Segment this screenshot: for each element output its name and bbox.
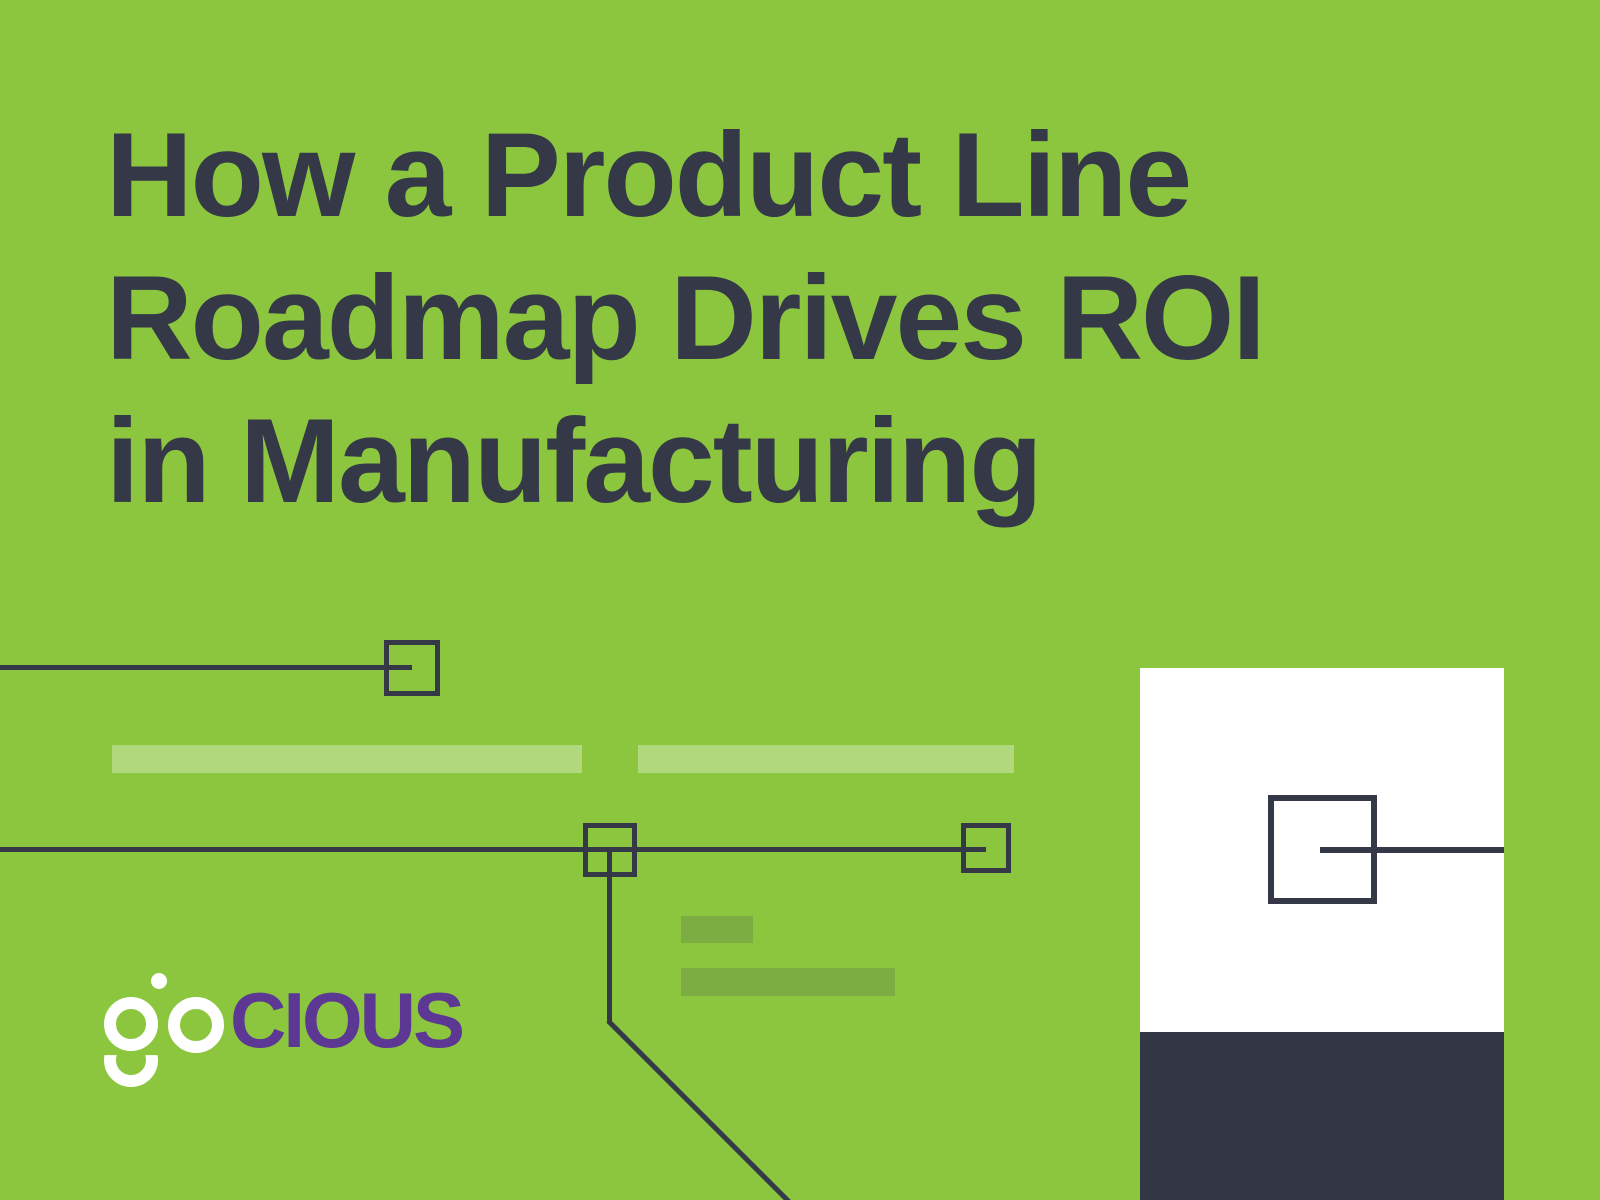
roadmap-line-middle: [0, 847, 986, 852]
roadmap-connector-vertical: [607, 849, 612, 1022]
roadmap-line-panel: [1320, 847, 1504, 853]
right-panel-navy: [1140, 1032, 1504, 1200]
gantt-bar-dark-long: [681, 968, 895, 996]
title-line-1: How a Product Line: [106, 108, 1192, 242]
title-line-3: in Manufacturing: [106, 394, 1043, 528]
title-line-2: Roadmap Drives ROI: [106, 251, 1266, 385]
logo-o-ring-icon: [168, 997, 224, 1053]
gocious-logo: cious: [104, 970, 524, 1100]
logo-wordmark: cious: [230, 976, 465, 1064]
gantt-bar-dark-small: [681, 916, 753, 943]
gantt-bar-light-right: [638, 745, 1014, 773]
logo-g-dot-icon: [151, 973, 167, 989]
logo-g-bowl-icon: [104, 997, 158, 1051]
gantt-bar-light-left: [112, 745, 582, 773]
roadmap-node-square-top: [384, 640, 440, 696]
page-title: How a Product Line Roadmap Drives ROI in…: [106, 104, 1266, 533]
roadmap-line-top: [0, 665, 412, 670]
roadmap-connector-diagonal: [606, 1019, 794, 1200]
roadmap-node-square-right: [961, 823, 1011, 873]
